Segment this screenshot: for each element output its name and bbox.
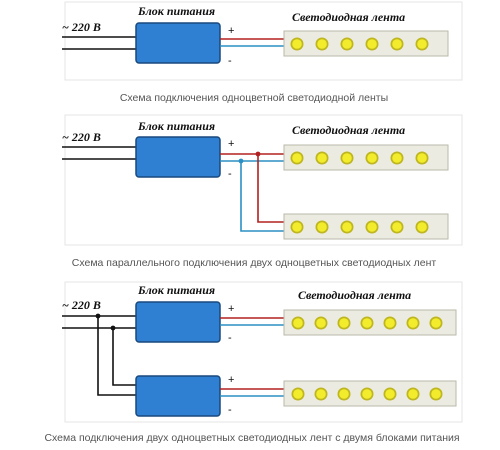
psu-block-icon bbox=[135, 301, 221, 343]
led-strip-label: Светодиодная лента bbox=[292, 123, 405, 137]
junction-dot bbox=[95, 313, 101, 319]
junction-dot bbox=[255, 151, 261, 157]
led-circle-icon bbox=[340, 220, 354, 234]
led-circle-icon bbox=[390, 37, 404, 51]
negative-label: - bbox=[228, 332, 232, 344]
mains-voltage-label: ~ 220 В bbox=[62, 130, 101, 144]
led-circle-icon bbox=[365, 151, 379, 165]
positive-branch-wire bbox=[257, 154, 284, 223]
led-circle-icon bbox=[315, 151, 329, 165]
psu-block-icon bbox=[135, 375, 221, 417]
negative-label: - bbox=[228, 168, 232, 180]
led-circle-icon bbox=[360, 387, 374, 401]
diagram-single-strip: ~ 220 В Блок питания Светодиодная лента … bbox=[62, 1, 463, 104]
mains-voltage-label: ~ 220 В bbox=[62, 20, 101, 34]
psu-block-icon bbox=[135, 136, 221, 178]
diagram-two-psu: ~ 220 В Блок питания Светодиодная лента … bbox=[44, 281, 463, 444]
negative-label: - bbox=[228, 55, 232, 67]
led-circle-icon bbox=[429, 387, 443, 401]
led-circle-icon bbox=[365, 37, 379, 51]
led-strip-label: Светодиодная лента bbox=[298, 288, 411, 302]
led-circle-icon bbox=[314, 316, 328, 330]
led-circle-icon bbox=[340, 151, 354, 165]
diagram-caption: Схема параллельного подключения двух одн… bbox=[72, 257, 437, 269]
led-circle-icon bbox=[415, 220, 429, 234]
diagram-parallel-strips: ~ 220 В Блок питания Светодиодная лента … bbox=[62, 114, 463, 269]
mains-branch-wire-1 bbox=[97, 316, 136, 396]
led-circle-icon bbox=[390, 151, 404, 165]
psu-block-icon bbox=[135, 22, 221, 64]
led-circle-icon bbox=[429, 316, 443, 330]
led-circle-icon bbox=[365, 220, 379, 234]
diagram-caption: Схема подключения одноцветной светодиодн… bbox=[120, 92, 388, 104]
led-circle-icon bbox=[315, 37, 329, 51]
led-circle-icon bbox=[290, 37, 304, 51]
positive-label: + bbox=[228, 25, 234, 37]
led-circle-icon bbox=[383, 387, 397, 401]
positive-label: + bbox=[228, 374, 234, 386]
panel-frame bbox=[64, 281, 463, 423]
positive-label: + bbox=[228, 138, 234, 150]
led-circle-icon bbox=[291, 387, 305, 401]
junction-dot bbox=[238, 158, 244, 164]
led-circle-icon bbox=[315, 220, 329, 234]
led-circle-icon bbox=[390, 220, 404, 234]
led-circle-icon bbox=[340, 37, 354, 51]
led-strip bbox=[283, 30, 449, 57]
led-circle-icon bbox=[406, 387, 420, 401]
mains-branch-wire-2 bbox=[112, 328, 136, 386]
positive-label: + bbox=[228, 303, 234, 315]
led-circle-icon bbox=[290, 151, 304, 165]
led-circle-icon bbox=[290, 220, 304, 234]
led-strip bbox=[283, 213, 449, 240]
mains-voltage-label: ~ 220 В bbox=[62, 298, 101, 312]
panel-frame bbox=[64, 114, 463, 246]
negative-branch-wire bbox=[240, 161, 284, 232]
led-circle-icon bbox=[337, 316, 351, 330]
led-circle-icon bbox=[314, 387, 328, 401]
led-circle-icon bbox=[383, 316, 397, 330]
led-strip bbox=[283, 309, 457, 336]
led-circle-icon bbox=[406, 316, 420, 330]
led-strip bbox=[283, 144, 449, 171]
led-circle-icon bbox=[415, 37, 429, 51]
panel-frame bbox=[64, 1, 463, 81]
led-circle-icon bbox=[415, 151, 429, 165]
led-circle-icon bbox=[337, 387, 351, 401]
led-strip-label: Светодиодная лента bbox=[292, 10, 405, 24]
power-supply-label: Блок питания bbox=[137, 283, 215, 297]
negative-label: - bbox=[228, 404, 232, 416]
led-strip bbox=[283, 380, 457, 407]
power-supply-label: Блок питания bbox=[137, 119, 215, 133]
diagram-caption: Схема подключения двух одноцветных свето… bbox=[44, 432, 459, 444]
junction-dot bbox=[110, 325, 116, 331]
led-circle-icon bbox=[291, 316, 305, 330]
power-supply-label: Блок питания bbox=[137, 4, 215, 18]
led-circle-icon bbox=[360, 316, 374, 330]
